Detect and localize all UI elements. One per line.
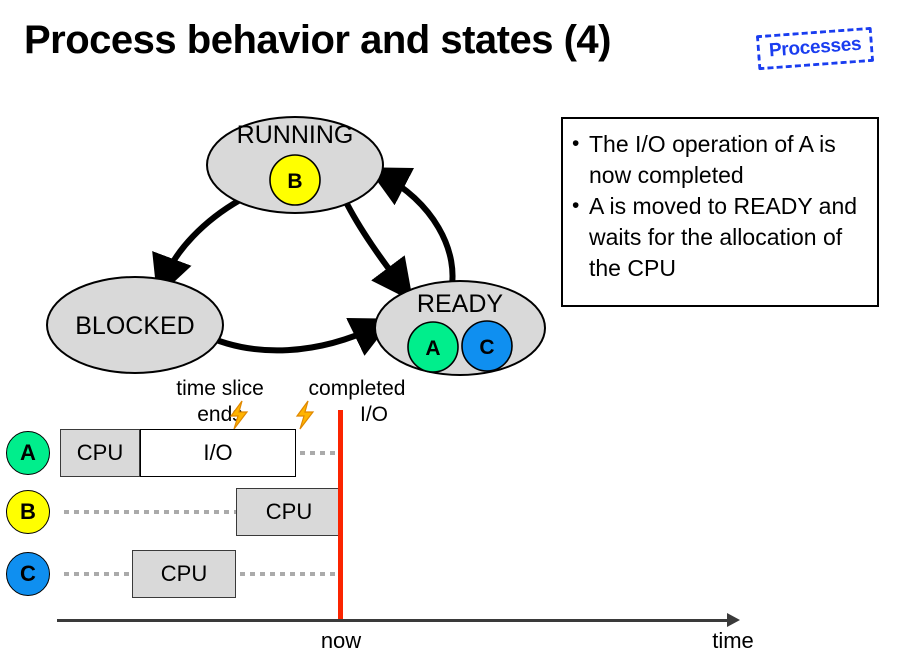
state-ready: READY A C [374, 280, 546, 376]
state-running-label: RUNNING [237, 121, 354, 149]
event-completed-io-line2: I/O [359, 403, 388, 426]
gantt-waiting-dots [240, 572, 340, 576]
event-completed-io: completed I/O [292, 376, 422, 428]
state-ready-label: READY [417, 290, 503, 318]
token-a [407, 321, 459, 373]
gantt-segment-io: I/O [140, 429, 296, 477]
now-marker-line [338, 410, 343, 622]
processes-stamp-badge: Processes [755, 26, 875, 71]
token-b-label: B [287, 170, 302, 193]
event-time-slice-ends: time slice ends [160, 376, 280, 428]
gantt-waiting-dots [300, 451, 340, 455]
event-time-slice-ends-line1: time slice [176, 377, 264, 400]
gantt-token-c: C [6, 552, 50, 596]
state-running: RUNNING B [206, 116, 384, 214]
time-axis-arrow-icon [727, 613, 740, 627]
transition-ready-to-running [367, 167, 456, 297]
token-b [269, 154, 321, 206]
time-axis [57, 619, 735, 622]
lightning-bolt-icon [295, 400, 315, 430]
gantt-segment-cpu: CPU [60, 429, 140, 477]
gantt-row-a: A CPU I/O [0, 425, 912, 481]
token-a-label: A [425, 337, 440, 360]
gantt-segment-cpu: CPU [236, 488, 342, 536]
state-blocked: BLOCKED [46, 276, 224, 374]
gantt-token-a: A [6, 431, 50, 475]
state-diagram: RUNNING B BLOCKED READY A C [0, 100, 560, 400]
transition-blocked-to-ready [198, 318, 394, 356]
page-title: Process behavior and states (4) [24, 18, 611, 62]
now-axis-label: now [320, 628, 362, 653]
event-time-slice-ends-line2: ends [197, 403, 243, 426]
token-c-label: C [479, 336, 494, 359]
token-c [461, 320, 513, 372]
gantt-segment-cpu: CPU [132, 550, 236, 598]
transition-running-to-blocked [152, 197, 242, 298]
explanation-box: The I/O operation of A is now completed … [561, 117, 879, 307]
explanation-bullet-2: A is moved to READY and waits for the al… [569, 190, 869, 284]
gantt-row-b: B CPU [0, 484, 912, 540]
event-completed-io-line1: completed [308, 377, 406, 400]
explanation-bullet-1: The I/O operation of A is now completed [569, 128, 869, 191]
gantt-chart: A CPU I/O B CPU C CPU [0, 425, 912, 660]
gantt-waiting-dots [64, 572, 132, 576]
transition-running-to-ready [342, 198, 414, 302]
gantt-token-b: B [6, 490, 50, 534]
time-axis-label: time [712, 628, 754, 653]
state-blocked-label: BLOCKED [75, 312, 194, 340]
gantt-waiting-dots [64, 510, 236, 514]
gantt-row-c: C CPU [0, 546, 912, 602]
